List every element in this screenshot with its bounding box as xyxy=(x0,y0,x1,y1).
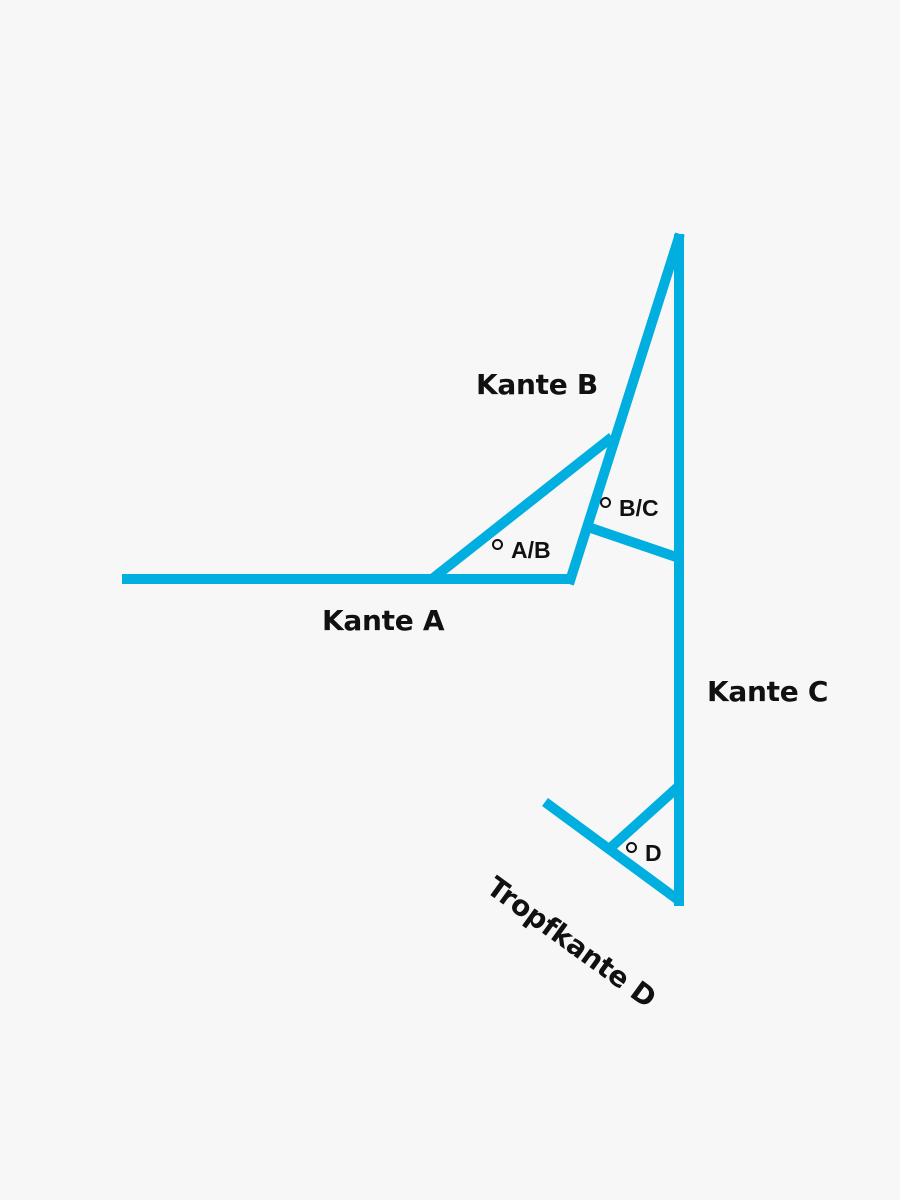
degree-icon xyxy=(492,539,503,550)
edge-a-label: Kante A xyxy=(322,604,445,637)
degree-icon xyxy=(600,497,611,508)
angle-ab-line xyxy=(428,433,616,583)
degree-icon xyxy=(626,842,637,853)
angle-bc-label: B/C xyxy=(600,495,659,522)
edge-c-label: Kante C xyxy=(707,675,829,708)
angle-ab-label: A/B xyxy=(492,537,551,564)
angle-d-label: D xyxy=(626,840,662,867)
angle-bc-text: B/C xyxy=(619,495,659,521)
angle-d-line xyxy=(603,782,683,855)
edge-b-label: Kante B xyxy=(476,368,598,401)
angle-ab-text: A/B xyxy=(511,537,551,563)
edge-b-line xyxy=(564,232,685,586)
angle-bc-line xyxy=(586,522,681,563)
angle-d-text: D xyxy=(645,840,662,866)
